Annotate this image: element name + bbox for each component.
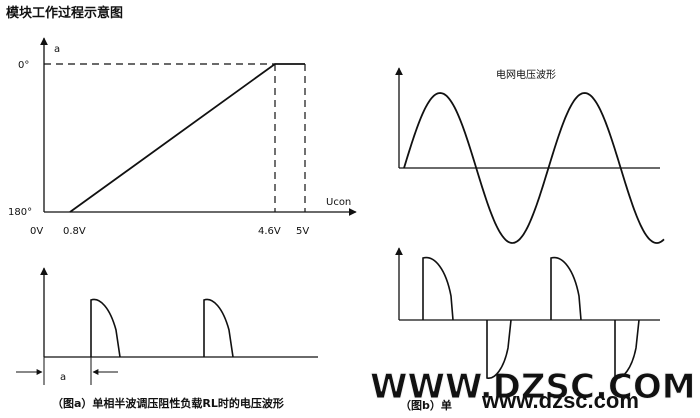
negative-pulse xyxy=(614,319,640,379)
y-axis-label: a xyxy=(54,44,60,55)
y-tick-label-bottom: 180° xyxy=(8,207,32,218)
control-characteristic-chart: a 0° 180° Ucon 0V 0.8V 4.6V 5V xyxy=(8,37,357,237)
half-wave-waveform: a （图a）单相半波调压阻性负载RL时的电压波形 xyxy=(16,267,318,410)
grid-wave-label: 电网电压波形 xyxy=(496,68,556,81)
x-origin-label: 0V xyxy=(30,226,43,237)
control-curve xyxy=(69,63,305,213)
y-tick-label-top: 0° xyxy=(18,60,29,71)
x-axis-label: Ucon xyxy=(326,197,351,208)
negative-pulse xyxy=(486,319,512,379)
full-wave-waveform: （图b）单 xyxy=(395,247,660,412)
half-wave-pulse xyxy=(90,298,121,358)
half-wave-pulse xyxy=(203,298,234,358)
caption-figure-b: （图b）单 xyxy=(400,398,452,412)
page-title: 模块工作过程示意图 xyxy=(6,5,123,21)
x-tick-label: 5V xyxy=(296,226,309,237)
positive-pulse xyxy=(422,256,454,321)
watermark-url: www.dzsc.com xyxy=(481,388,639,413)
grid-voltage-chart: 电网电压波形 xyxy=(395,67,665,244)
x-tick-label: 4.6V xyxy=(258,226,281,237)
firing-angle-label: a xyxy=(60,372,66,383)
caption-figure-a: （图a）单相半波调压阻性负载RL时的电压波形 xyxy=(52,396,284,410)
grid-voltage-sine xyxy=(403,92,665,244)
watermark-text: WWW.DZSC.COM xyxy=(370,367,696,407)
x-tick-label: 0.8V xyxy=(63,226,86,237)
positive-pulse xyxy=(550,256,582,321)
